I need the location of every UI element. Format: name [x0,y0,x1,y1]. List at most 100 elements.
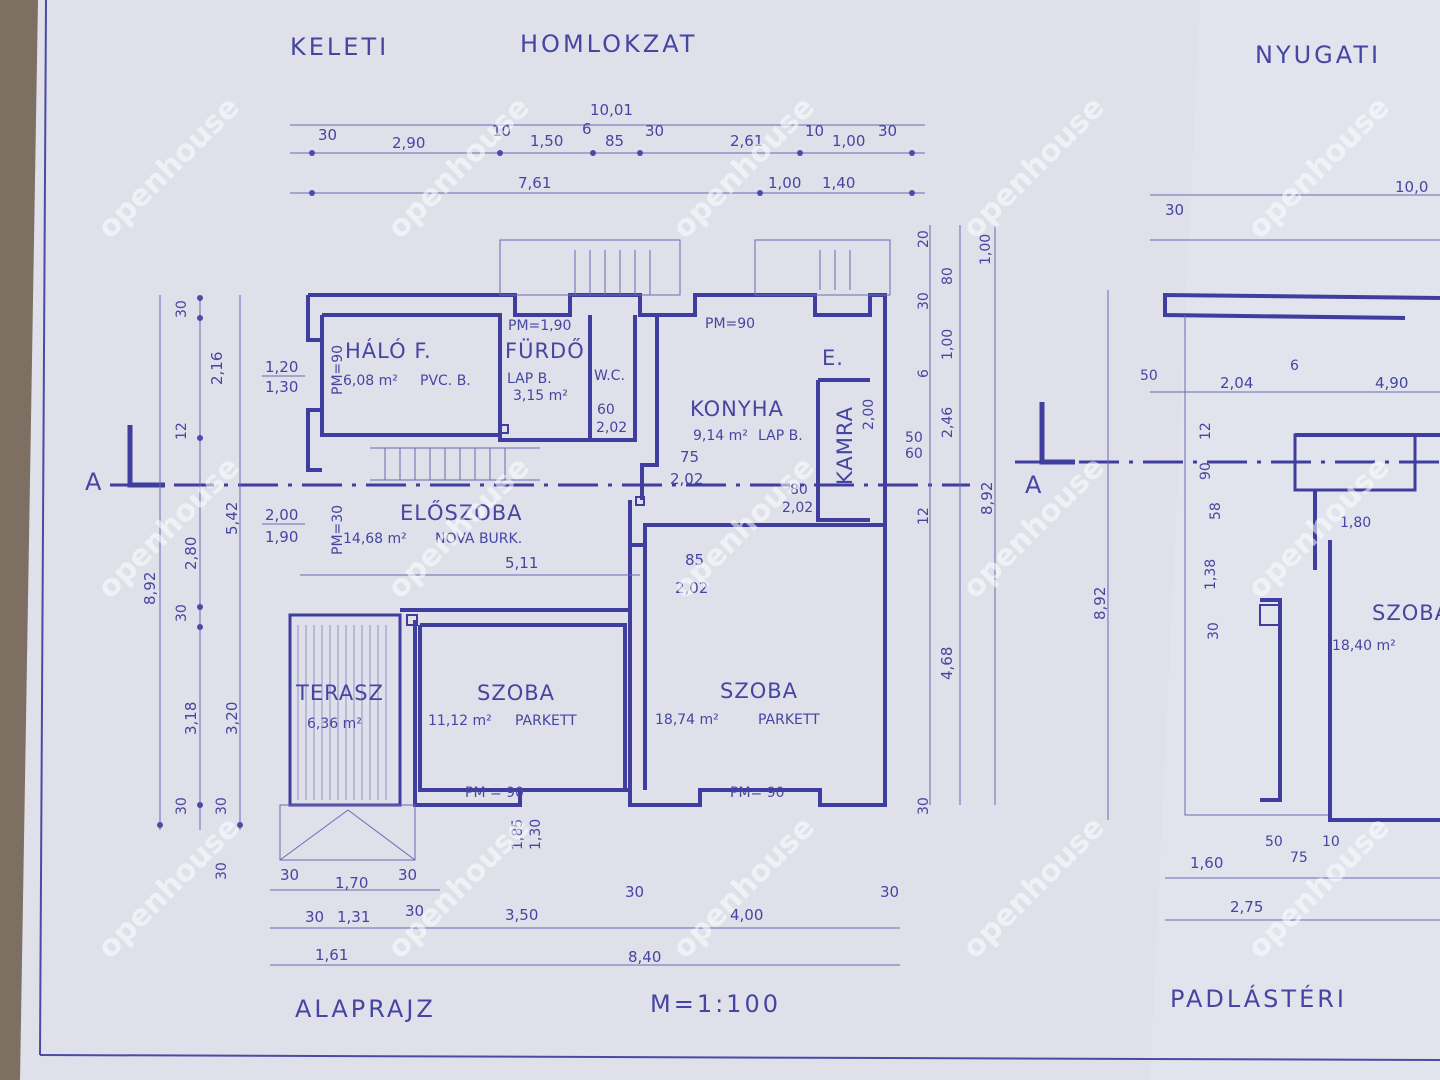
attic-room-area: 18,40 m² [1332,638,1396,654]
dimension-label: 2,02 [782,500,813,516]
section-line-a: A A [85,402,1440,499]
dimension-label: 2,00 [265,506,298,524]
room-halo: HÁLÓ F. 6,08 m² PVC. B. PM=90 [330,338,471,395]
dimension-label: 8,92 [1091,587,1109,620]
dimension-label: 2,61 [730,132,763,150]
attic-plan: 10,0 30 50 2,04 6 4,90 12 90 58 1,38 30 … [1091,178,1440,921]
dimension-label: 12 [916,507,932,525]
dimension-label: 85 [605,132,624,150]
dimension-label: 85 [685,551,704,569]
dimension-label: 2,16 [208,352,226,385]
dimension-label: 30 [645,122,664,140]
dimension-label: 18,74 m² [655,712,719,728]
dimension-label: 80 [790,482,808,498]
dimension-label: 10 [492,122,511,140]
dimension-label: TERASZ [295,681,384,705]
staircase [370,250,851,481]
dimension-label: 30 [174,604,190,622]
dimension-label: PM=30 [330,505,346,555]
dimension-label: W.C. [594,368,625,384]
dimension-label: NOVA BURK. [435,531,522,547]
dimension-label: 80 [940,267,956,285]
dimension-label: 75 [1290,850,1308,866]
dimension-label: 30 [214,797,230,815]
room-eloszoba: ELŐSZOBA 14,68 m² NOVA BURK. PM=30 [330,500,522,555]
room-konyha: KONYHA 9,14 m² LAP B. PM=90 [690,316,803,444]
dimension-label: PVC. B. [420,373,471,389]
opening-dimensions: 1,20 1,30 2,00 1,90 60 2,02 75 2,02 80 2… [262,358,813,850]
dimension-label: 3,20 [223,702,241,735]
dimension-label: 9,14 m² [693,428,748,444]
dimension-label: 30 [318,126,337,144]
dimension-label: 2,02 [670,470,703,488]
dimension-label: LAP B. [507,371,552,387]
dimension-label: 1,00 [978,234,994,265]
dimension-label: 8,92 [141,572,159,605]
dimension-label: LAP B. [758,428,803,444]
dimension-label: A [85,468,104,496]
ground-floor-walls [306,239,891,807]
dimension-label: 6 [1290,358,1299,374]
dimension-label: 14,68 m² [343,531,407,547]
attic-room-name: SZOBA [1372,601,1440,625]
dimension-label: 2,02 [596,420,627,436]
dimension-label: 2,75 [1230,898,1263,916]
dimension-label: 4,68 [938,647,956,680]
dimension-label: 6 [916,369,932,378]
dimension-label: 12 [1198,422,1214,440]
dimension-label: 5,42 [223,502,241,535]
dimension-label: 50 [1265,834,1283,850]
dimension-label: SZOBA [477,681,555,705]
dimension-label: 6 [582,120,592,138]
title-elevation: HOMLOKZAT [520,30,697,58]
dimension-label: 8,40 [628,948,661,966]
room-furdo: FÜRDŐ LAP B. 3,15 m² PM=1,90 [505,318,585,404]
dimension-label: PM=90 [330,345,346,395]
dimension-label: 58 [1208,502,1224,520]
dimension-label: 30 [916,292,932,310]
title-west: NYUGATI [1255,41,1381,69]
dimension-label: 60 [597,402,615,418]
dimension-label: 4,00 [730,906,763,924]
dimension-label: 30 [280,866,299,884]
dimension-label: PARKETT [515,713,577,729]
dimension-label: 1,31 [337,908,370,926]
dimension-label: 10,01 [590,101,633,119]
dimension-label: 1,20 [265,358,298,376]
right-dimensions: 20 80 30 1,00 6 2,46 50 60 12 4,68 30 1,… [905,225,996,815]
dimension-label: SZOBA [720,679,798,703]
dimension-label: 8,92 [978,482,996,515]
dimension-label: A [1025,471,1044,499]
room-szoba-large: SZOBA 18,74 m² PARKETT PM= 90 [655,679,820,801]
dimension-label: 11,12 m² [428,713,492,729]
dimension-label: 5,11 [505,554,538,572]
title-scale: M=1:100 [650,990,781,1018]
paper-fold-highlight [1150,0,1440,1080]
dimension-label: 6,36 m² [307,716,362,732]
dimension-label: 1,00 [768,174,801,192]
top-dimensions: 10,01 30 2,90 10 1,50 6 85 30 2,61 10 1,… [290,101,925,196]
dimension-label: KONYHA [690,397,784,421]
room-terasz: TERASZ 6,36 m² [295,681,384,732]
title-east: KELETI [290,33,389,61]
room-e: E. [822,346,843,370]
dimension-label: 30 [1206,622,1222,640]
dimension-label: 30 [878,122,897,140]
dimension-label: HÁLÓ F. [345,338,432,363]
dimension-label: 1,80 [1340,515,1371,531]
dimension-label: 1,90 [265,528,298,546]
dimension-label: 1,30 [265,378,298,396]
dimension-label: 90 [1198,462,1214,480]
dimension-label: FÜRDŐ [505,338,585,363]
dimension-label: 7,61 [518,174,551,192]
dimension-label: 30 [405,902,424,920]
dimension-label: 75 [680,448,699,466]
dimension-label: 10 [1322,834,1340,850]
dimension-label: 30 [880,883,899,901]
paper-sheet [20,0,1440,1080]
dimension-label: 10,0 [1395,178,1428,196]
dimension-label: 2,04 [1220,374,1253,392]
dimension-label: 3,15 m² [513,388,568,404]
room-kamra: KAMRA 2,00 [833,399,877,485]
